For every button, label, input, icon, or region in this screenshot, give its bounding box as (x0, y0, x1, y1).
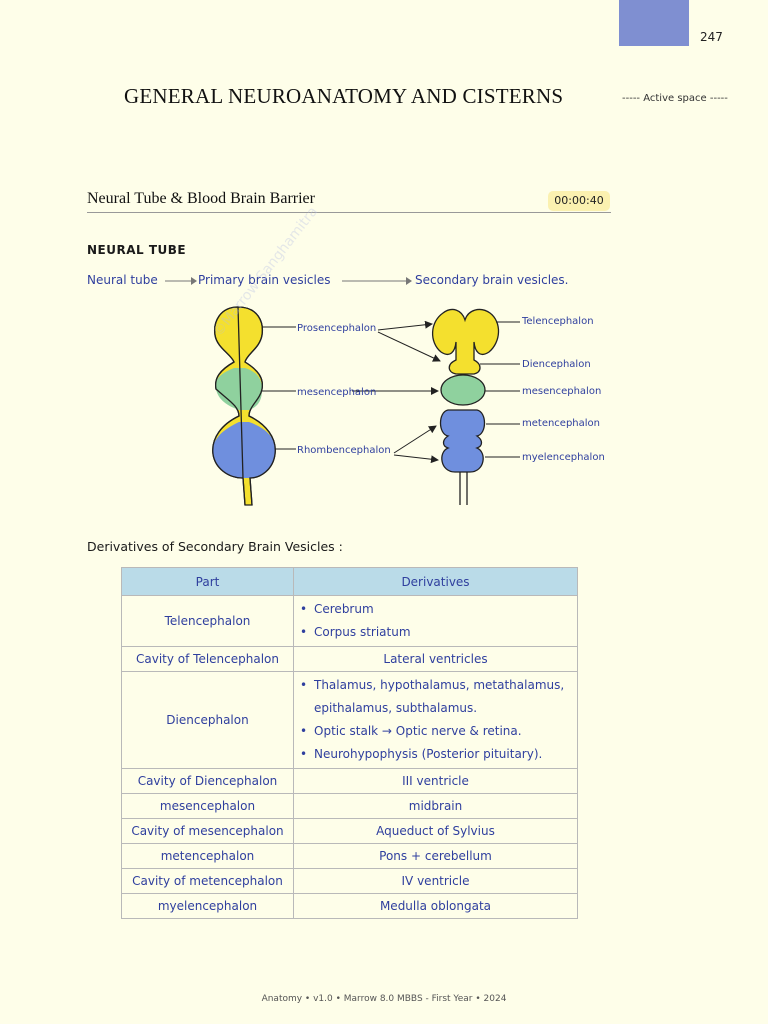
derivatives-heading: Derivatives of Secondary Brain Vesicles … (87, 539, 343, 554)
list-item: Thalamus, hypothalamus, metathalamus, ep… (300, 674, 573, 720)
label-metencephalon: metencephalon (522, 418, 600, 429)
video-timestamp-badge[interactable]: 00:00:40 (548, 191, 610, 211)
page-title: GENERAL NEUROANATOMY AND CISTERNS (124, 84, 564, 108)
brain-vesicles-diagram: Prosencephalon mesencephalon Rhombenceph… (212, 306, 605, 506)
label-mesencephalon-primary: mesencephalon (297, 387, 376, 398)
table-cell-derivatives: Medulla oblongata (293, 893, 578, 919)
list-item: Cerebrum (300, 598, 573, 621)
table-row: Cavity of metencephalon IV ventricle (121, 868, 578, 894)
table-cell-part: myelencephalon (121, 893, 294, 919)
diagram-connector-lines (262, 320, 520, 464)
flow-step-primary-vesicles: Primary brain vesicles (198, 273, 331, 287)
table-cell-part: metencephalon (121, 843, 294, 869)
table-cell-part: Cavity of Telencephalon (121, 646, 294, 672)
secondary-vesicles-tube (431, 308, 500, 505)
table-row: mesencephalon midbrain (121, 793, 578, 819)
table-cell-part: Diencephalon (121, 671, 294, 769)
page-number: 247 (700, 30, 723, 44)
arrow-right-icon (165, 277, 197, 285)
table-cell-derivatives: midbrain (293, 793, 578, 819)
active-space-label: ----- Active space ----- (622, 93, 728, 104)
label-rhombencephalon: Rhombencephalon (297, 445, 391, 456)
arrow-right-icon (342, 277, 412, 285)
table-cell-derivatives: III ventricle (293, 768, 578, 794)
table-row: Cavity of Telencephalon Lateral ventricl… (121, 646, 578, 672)
page-footer: Anatomy • v1.0 • Marrow 8.0 MBBS - First… (261, 994, 507, 1004)
table-row: Cavity of mesencephalon Aqueduct of Sylv… (121, 818, 578, 844)
derivatives-table: Part Derivatives Telencephalon Cerebrum … (121, 567, 578, 919)
primary-vesicles-tube (212, 306, 276, 506)
column-header-part: Part (121, 567, 294, 596)
section-divider (87, 212, 611, 213)
column-header-derivatives: Derivatives (293, 567, 578, 596)
table-cell-part: Telencephalon (121, 595, 294, 647)
neural-tube-heading: NEURAL TUBE (87, 243, 187, 257)
table-row: metencephalon Pons + cerebellum (121, 843, 578, 869)
table-cell-derivatives: Aqueduct of Sylvius (293, 818, 578, 844)
section-title: Neural Tube & Blood Brain Barrier (87, 190, 315, 207)
chapter-tab (619, 0, 689, 46)
label-telencephalon: Telencephalon (521, 316, 594, 327)
table-row: Cavity of Diencephalon III ventricle (121, 768, 578, 794)
table-row: Telencephalon Cerebrum Corpus striatum (121, 595, 578, 647)
table-cell-derivatives: Lateral ventricles (293, 646, 578, 672)
table-cell-part: mesencephalon (121, 793, 294, 819)
flow-step-neural-tube: Neural tube (87, 273, 158, 287)
list-item: Neurohypophysis (Posterior pituitary). (300, 743, 573, 766)
table-cell-derivatives: Cerebrum Corpus striatum (293, 595, 578, 647)
table-row: Diencephalon Thalamus, hypothalamus, met… (121, 671, 578, 769)
table-row: myelencephalon Medulla oblongata (121, 893, 578, 919)
label-mesencephalon-secondary: mesencephalon (522, 386, 601, 397)
table-cell-derivatives: Thalamus, hypothalamus, metathalamus, ep… (293, 671, 578, 769)
label-myelencephalon: myelencephalon (522, 452, 605, 463)
label-prosencephalon: Prosencephalon (297, 323, 376, 334)
flow-step-secondary-vesicles: Secondary brain vesicles. (415, 273, 569, 287)
table-cell-part: Cavity of mesencephalon (121, 818, 294, 844)
label-diencephalon: Diencephalon (522, 359, 591, 370)
table-cell-derivatives: Pons + cerebellum (293, 843, 578, 869)
table-cell-part: Cavity of Diencephalon (121, 768, 294, 794)
table-cell-derivatives: IV ventricle (293, 868, 578, 894)
list-item: Corpus striatum (300, 621, 573, 644)
table-header-row: Part Derivatives (121, 567, 578, 596)
table-cell-part: Cavity of metencephalon (121, 868, 294, 894)
list-item: Optic stalk → Optic nerve & retina. (300, 720, 573, 743)
